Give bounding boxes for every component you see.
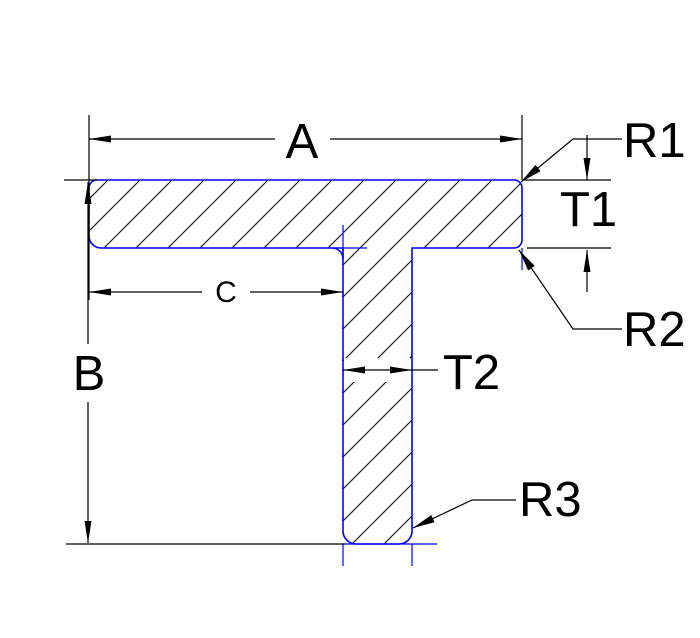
label-dim-c: C [215, 276, 237, 309]
leader-r2-line [518, 249, 622, 330]
dim-a-arrow-right [500, 135, 522, 143]
leader-r3-arrow [413, 515, 435, 528]
section-hatch-fill [89, 180, 522, 544]
leader-r2-arrow [519, 250, 535, 271]
dim-t1-arrow-down [583, 158, 591, 180]
leader-r1-line [520, 138, 622, 183]
dim-t1-arrow-up [583, 250, 591, 272]
dim-a-arrow-left [89, 135, 111, 143]
inner-fillet-arc [331, 247, 344, 260]
dim-t2-arrow-left [343, 366, 365, 374]
label-dim-t1: T1 [560, 183, 617, 237]
label-radius-r1: R1 [623, 114, 686, 168]
label-radius-r2: R2 [623, 303, 686, 357]
label-c-pad [202, 277, 250, 305]
label-b-pad [68, 344, 109, 402]
label-dim-a: A [286, 115, 319, 169]
label-dim-t2: T2 [443, 346, 500, 400]
dim-b-arrow-up [84, 182, 92, 204]
label-a-pad [275, 118, 330, 162]
label-dim-b: B [73, 347, 106, 401]
dim-c-arrow-right [321, 288, 343, 296]
dim-b-arrow-down [84, 521, 92, 543]
label-radius-r3: R3 [519, 473, 582, 527]
dim-t2-arrow-right [390, 366, 412, 374]
leader-r1-arrow [521, 164, 541, 182]
dim-c-arrow-left [89, 288, 111, 296]
